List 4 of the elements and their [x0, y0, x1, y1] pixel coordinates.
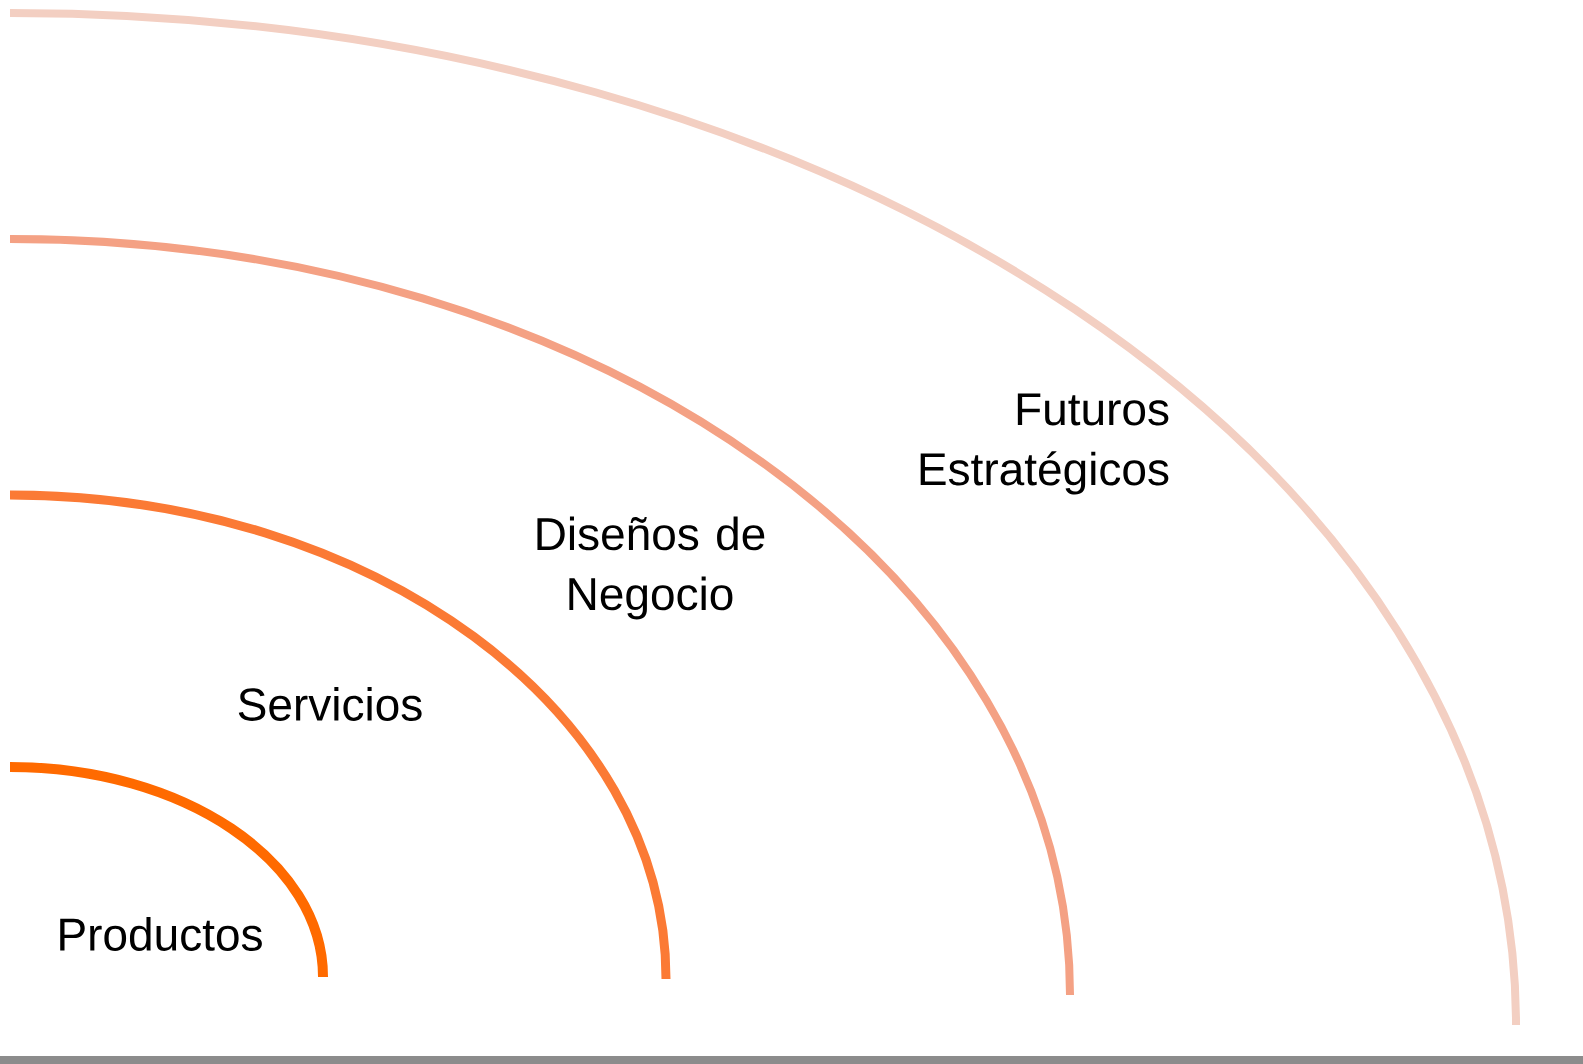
- ring-label: Productos: [60, 917, 262, 951]
- ring-label: Servicios: [238, 687, 422, 721]
- ring-label: Diseños de Negocio: [537, 516, 765, 620]
- ring-label: Futuros Estratégicos: [920, 393, 1169, 495]
